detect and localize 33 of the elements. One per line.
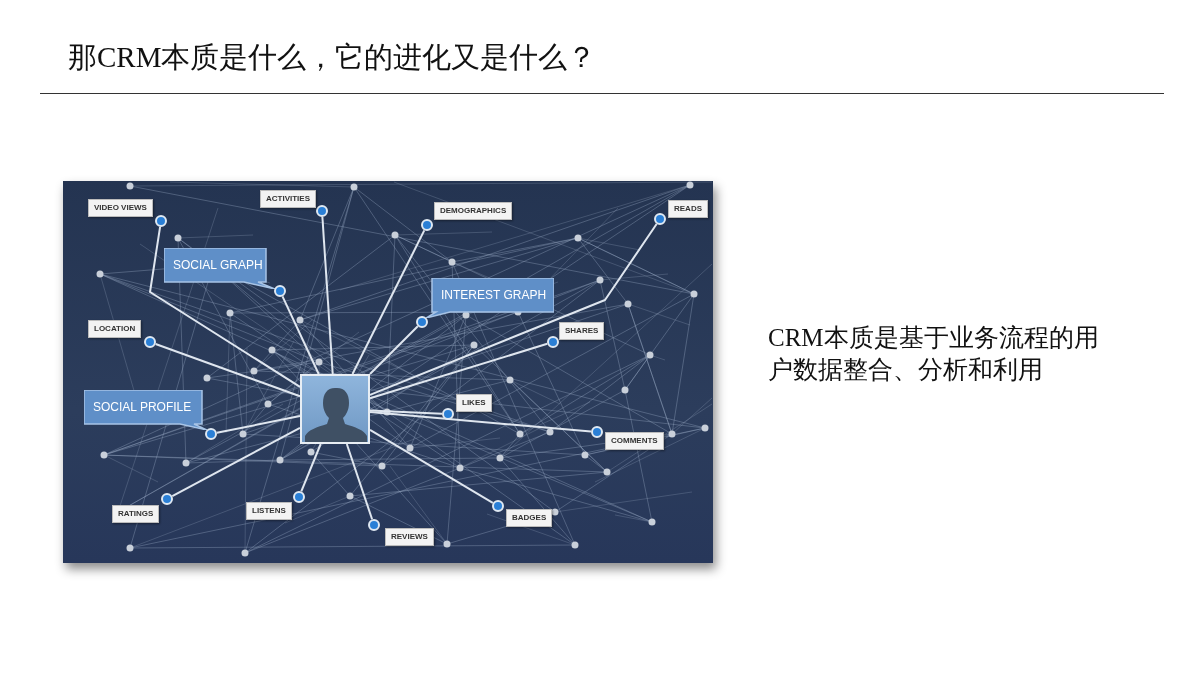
- tag-label: LISTENS: [246, 502, 292, 520]
- connector-line: [369, 411, 592, 433]
- tag-label: COMMENTS: [605, 432, 664, 450]
- callout-box: SOCIAL GRAPH: [164, 248, 275, 289]
- slide-title: 那CRM本质是什么，它的进化又是什么？: [68, 40, 597, 75]
- connector-line: [300, 443, 322, 493]
- connector-line: [171, 426, 301, 498]
- connector-line: [369, 342, 549, 400]
- tag-label: DEMOGRAPHICS: [434, 202, 513, 220]
- tag-label: REVIEWS: [385, 528, 434, 546]
- connector-line: [215, 415, 301, 434]
- callout-box: INTEREST GRAPH: [426, 278, 554, 318]
- tag-label: LIKES: [456, 394, 492, 412]
- connector-line: [154, 343, 301, 398]
- connector-line: [321, 216, 334, 375]
- tag-label: BADGES: [506, 509, 553, 527]
- tag-label: SHARES: [559, 322, 605, 340]
- connector-line: [369, 223, 658, 396]
- tag-label: ACTIVITIES: [260, 190, 316, 208]
- person-silhouette-picture: [300, 374, 370, 444]
- callout-box: SOCIAL PROFILE: [84, 390, 207, 430]
- tag-label: VIDEO VIEWS: [88, 199, 153, 217]
- tag-label: READS: [668, 200, 708, 218]
- tag-label: RATINGS: [112, 505, 160, 523]
- connector-line: [369, 428, 494, 504]
- connector-line: [281, 295, 320, 375]
- connector-line: [369, 325, 419, 375]
- connector-line: [369, 409, 443, 415]
- connector-line: [149, 225, 301, 388]
- connector-line: [345, 443, 374, 521]
- body-text: CRM本质是基于业务流程的用户数据整合、分析和利用: [768, 323, 1100, 385]
- tag-label: LOCATION: [88, 320, 142, 338]
- connector-line: [351, 229, 426, 375]
